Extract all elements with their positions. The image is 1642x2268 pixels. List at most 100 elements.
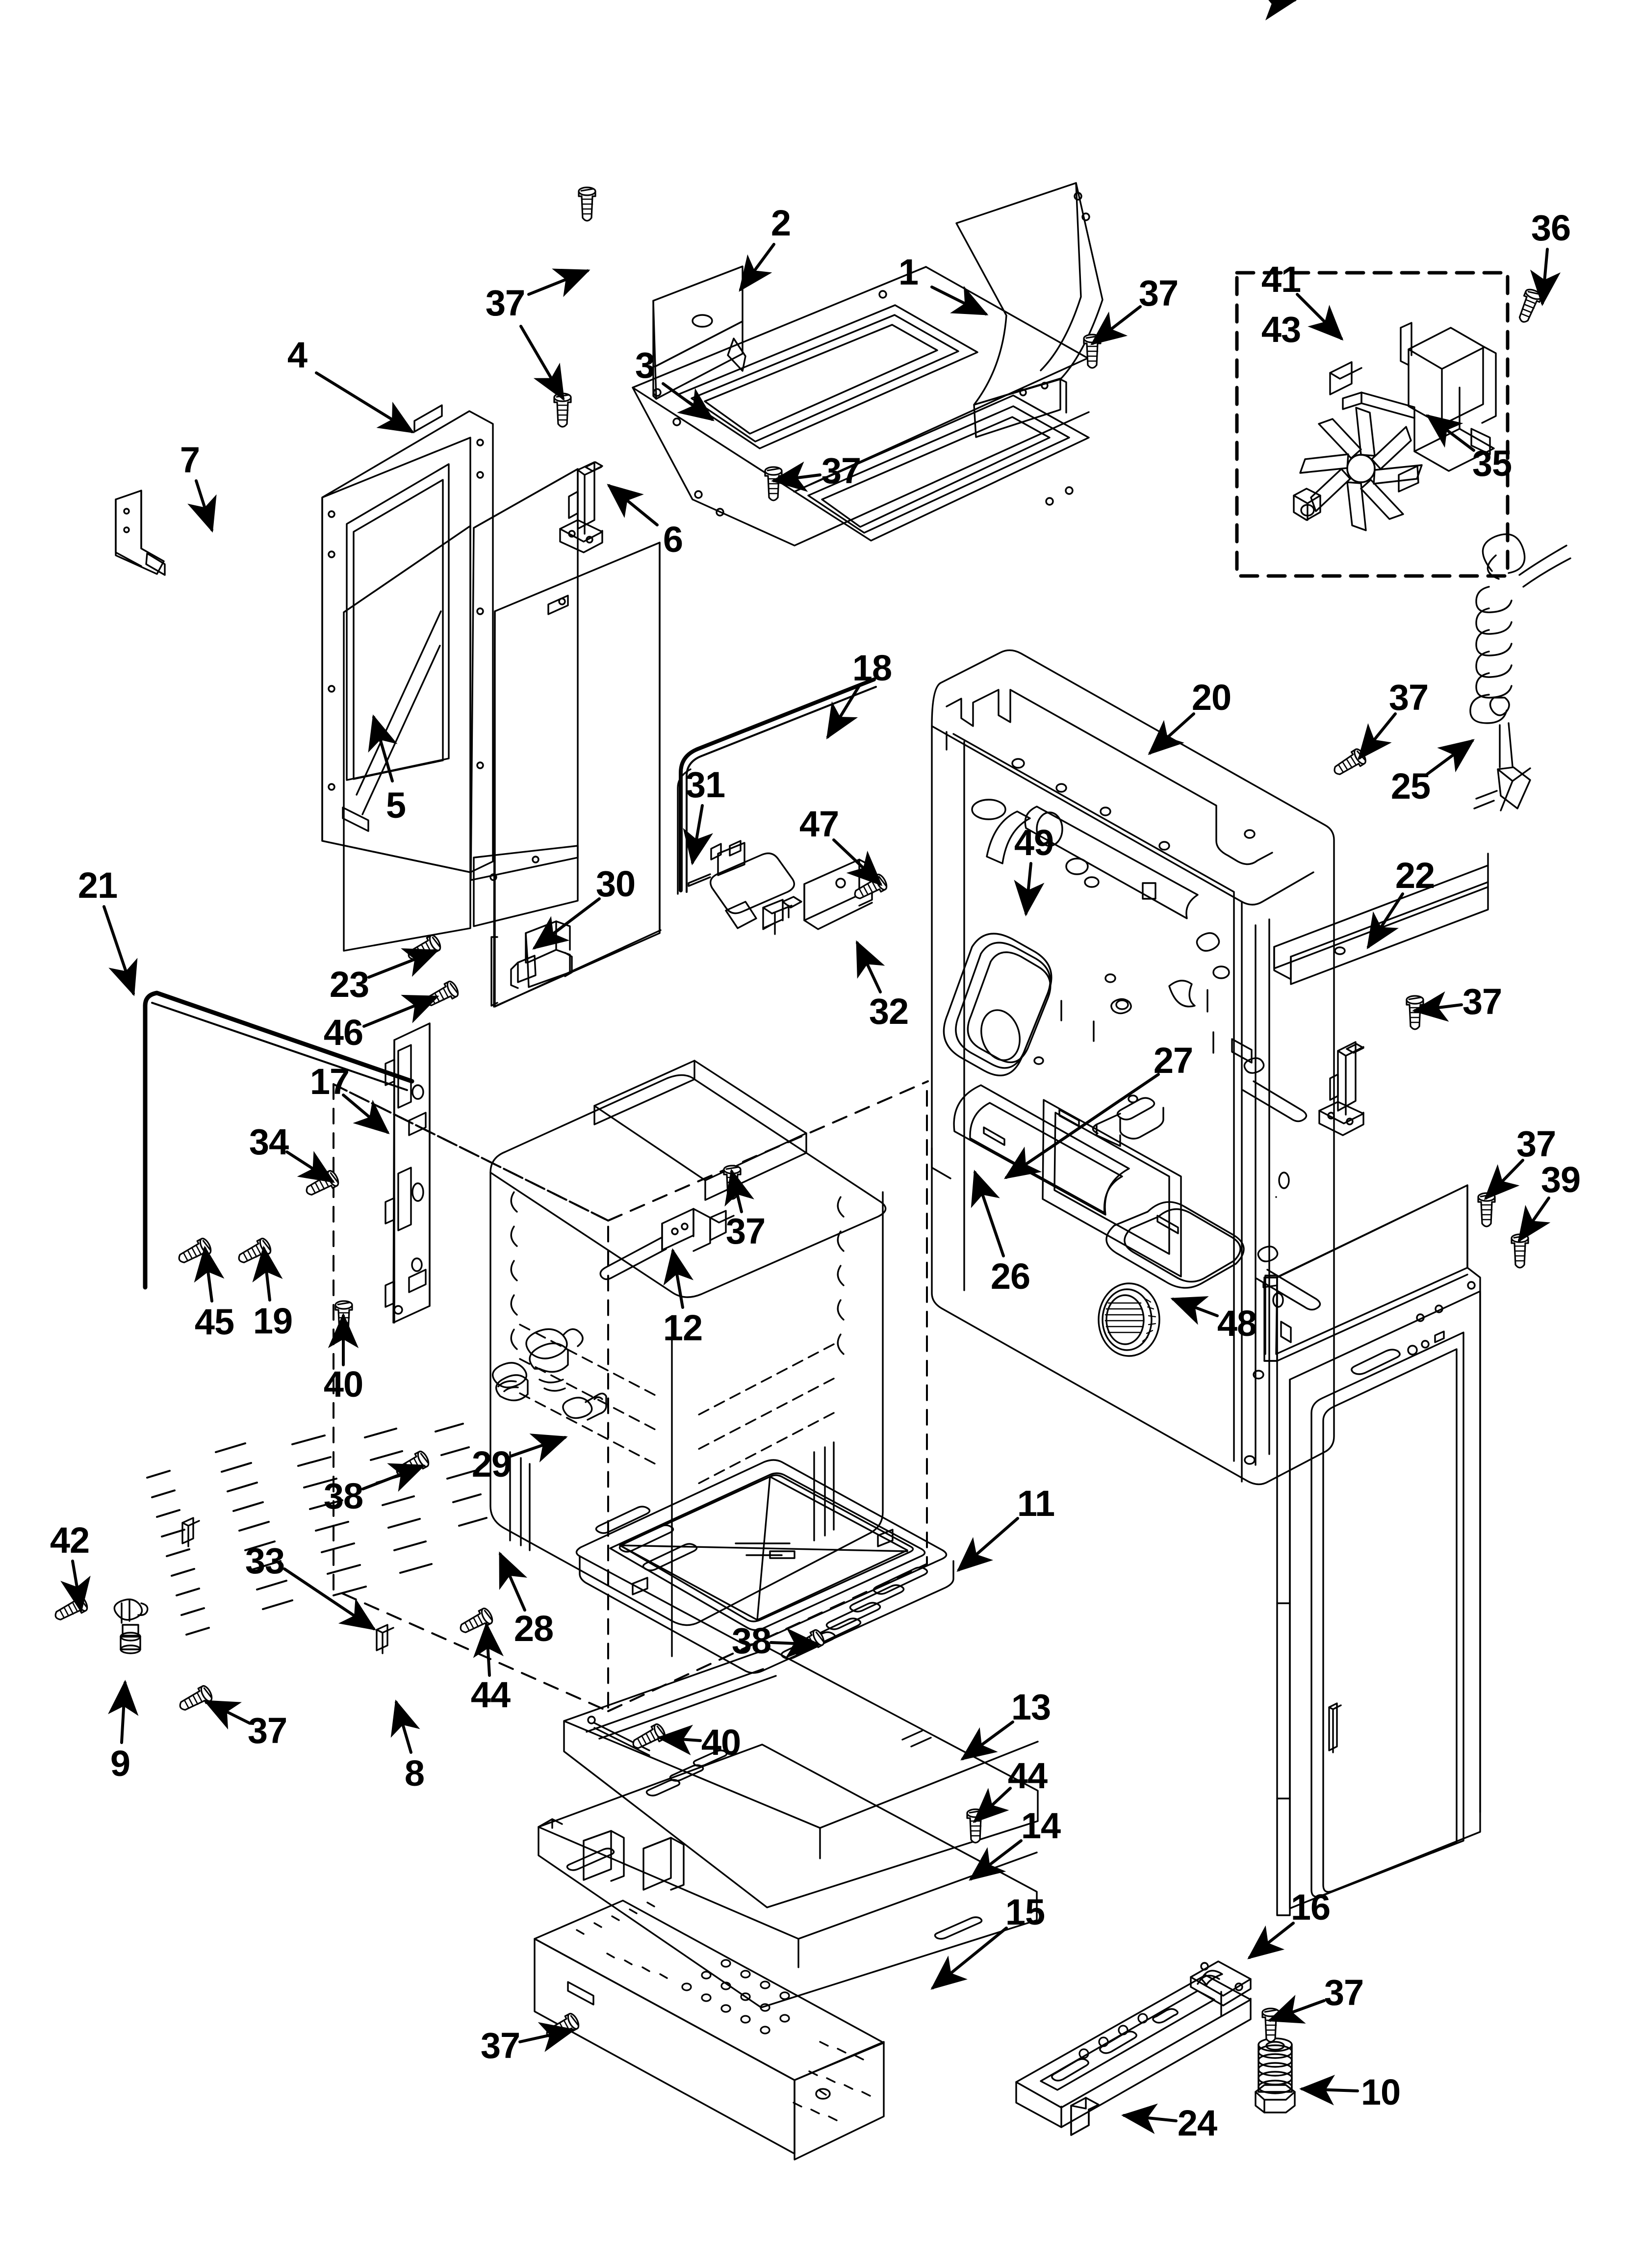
- callout-number-27: 27: [1153, 1040, 1193, 1081]
- callout-leader-45: [194, 1246, 225, 1303]
- callout-number-37h: 37: [1516, 1123, 1556, 1164]
- part-21-insulation-wrap: [143, 991, 414, 1290]
- callout-number-37e: 37: [1388, 677, 1429, 718]
- callout-number-1: 1: [898, 252, 919, 292]
- callout-leader-37: [1267, 1995, 1326, 2024]
- callout-number-37i: 37: [247, 1710, 287, 1751]
- oven-cavity-dashed: [333, 1080, 929, 1712]
- callout-leader-37: [724, 1169, 754, 1213]
- callout-leader-37: [771, 461, 821, 492]
- callout-number-4: 4: [287, 335, 308, 375]
- callout-leader-8: [390, 1699, 420, 1754]
- callout-number-8: 8: [404, 1753, 425, 1794]
- part-10-leveling-screw: [1255, 2037, 1296, 2113]
- part-11-burner-box: [575, 1459, 954, 1674]
- callout-number-37a: 37: [485, 283, 525, 323]
- part-2-bracket: [652, 265, 746, 400]
- callout-number-37k: 37: [1324, 1972, 1364, 2013]
- callout-leader-35: [1426, 414, 1475, 452]
- cavity-rack-guides: [519, 1324, 835, 1486]
- part-5-door-glass: [343, 468, 579, 952]
- part-32-thermostat: [688, 840, 873, 935]
- part-23-door-hinge-right: [1328, 1702, 1342, 1753]
- callout-leader-37: [203, 1700, 251, 1730]
- callout-leader-7: [187, 479, 217, 533]
- part-29-knobs: [491, 1328, 607, 1421]
- callout-number-47: 47: [799, 804, 839, 844]
- callout-leader-5: [368, 714, 398, 782]
- part-14-bottom-panel: [538, 1744, 1038, 2008]
- part-31-door-seal: [677, 768, 692, 895]
- part-24-clip: [1070, 2097, 1100, 2136]
- part-41-fan-blade: [1299, 407, 1423, 531]
- part-15-lower-panel: [534, 1900, 885, 2161]
- callout-leader-44: [973, 1787, 1012, 1824]
- callout-leader-24: [1121, 2103, 1178, 2134]
- part-12-sensor: [599, 1208, 735, 1280]
- callout-number-34: 34: [249, 1121, 289, 1162]
- callout-number-39: 39: [1540, 1159, 1581, 1200]
- part-30-side-panel: [490, 542, 662, 1008]
- callout-number-12: 12: [663, 1307, 703, 1348]
- callout-number-21: 21: [77, 865, 118, 906]
- callout-number-44b: 44: [1007, 1755, 1048, 1796]
- part-13-drip-pan: [563, 1647, 1039, 1908]
- callout-leader-37: [1090, 305, 1142, 345]
- callout-leader-27: [1004, 1073, 1160, 1179]
- callout-leader-44: [473, 1622, 504, 1677]
- insulation-hatch: [146, 1423, 487, 1636]
- callout-number-44a: 44: [470, 1674, 511, 1715]
- callout-leader-46: [362, 994, 439, 1028]
- callout-leader-37: [519, 325, 565, 401]
- callout-leader-37: [1358, 712, 1397, 760]
- callout-number-37f: 37: [1462, 981, 1502, 1022]
- callout-number-2: 2: [770, 203, 791, 243]
- callout-number-37b: 37: [485, 283, 525, 323]
- callout-number-37d: 37: [1138, 273, 1179, 313]
- callout-leader-6: [607, 484, 659, 526]
- callout-leader-33: [283, 1567, 376, 1631]
- callout-leader-13: [960, 1721, 1014, 1761]
- callout-leader-19: [252, 1246, 283, 1302]
- part-22-support-rail: [1273, 853, 1489, 985]
- callout-number-49: 49: [1014, 822, 1054, 863]
- part-8-clip: [376, 1624, 394, 1654]
- callout-number-33: 33: [245, 1540, 285, 1581]
- part-4-oven-door-right: [1262, 1184, 1481, 1916]
- callout-leader-39: [1517, 1197, 1551, 1243]
- part-20-rear-chassis-panel: [931, 649, 1335, 1486]
- callout-leader-25: [1426, 739, 1475, 776]
- part-3-backguard-panel: [632, 266, 1090, 547]
- callout-leader-38: [361, 1463, 426, 1492]
- callout-leader-41: [1296, 293, 1344, 341]
- callout-leader-37: [527, 268, 590, 297]
- callout-leader-37: [518, 2022, 576, 2052]
- callout-leader-37: [1412, 991, 1463, 1022]
- part-1-top-trim: [955, 182, 1103, 438]
- callout-number-37c: 37: [821, 450, 861, 491]
- part-25-power-cord: [1469, 533, 1571, 811]
- part-35-motor-assembly-box: [1235, 271, 1510, 578]
- part-33-clip: [181, 1517, 200, 1547]
- callout-number-48: 48: [1217, 1303, 1257, 1344]
- callout-number-45: 45: [194, 1302, 234, 1342]
- callout-leader-37: [1484, 1159, 1524, 1200]
- callout-leader-10: [1299, 2075, 1359, 2106]
- callout-leader-20: [1148, 712, 1195, 756]
- callout-number-17: 17: [309, 1061, 350, 1102]
- callout-number-38a: 38: [323, 1476, 363, 1516]
- part-23-door-hinge-left: [510, 920, 573, 989]
- callout-leader-1: [930, 286, 989, 315]
- callout-number-22: 22: [1395, 855, 1435, 896]
- callout-leader-49: [1014, 862, 1045, 916]
- callout-number-24: 24: [1177, 2103, 1217, 2143]
- callout-number-23: 23: [329, 964, 369, 1005]
- callout-leader-2: [739, 243, 775, 292]
- part-16-drawer-slide: [1015, 1960, 1252, 2128]
- part-43-hex-nut: [1293, 488, 1321, 521]
- part-48-grommet: [1098, 1282, 1160, 1357]
- callout-number-43: 43: [1261, 309, 1301, 350]
- part-6-hinge-receptacle-left: [559, 461, 603, 553]
- callout-number-6: 6: [663, 519, 683, 560]
